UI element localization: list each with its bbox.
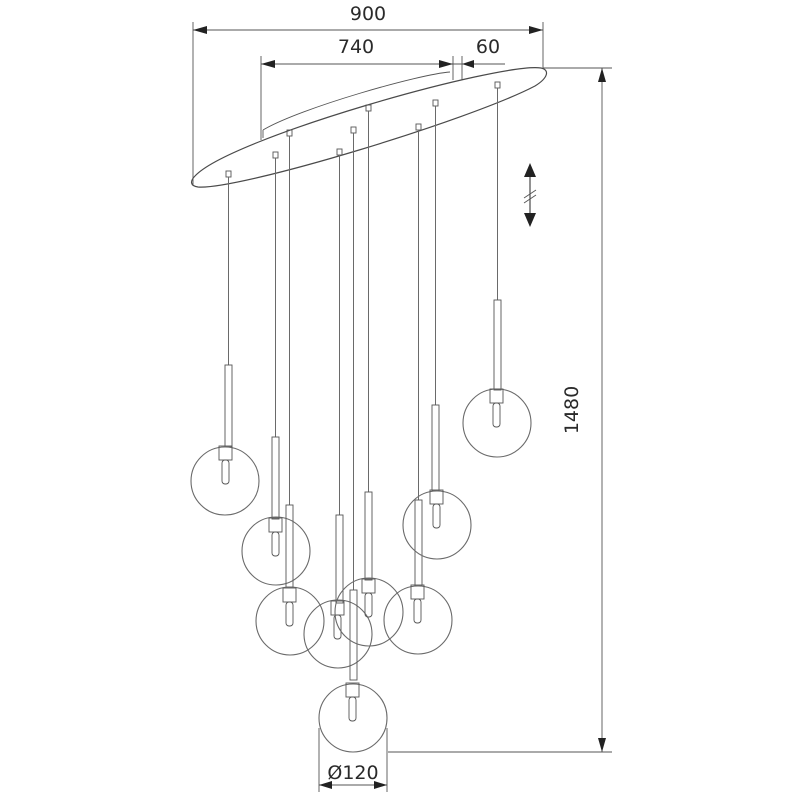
pendant-9 [462, 81, 532, 458]
adjust-break-mark-1 [523, 189, 537, 199]
pendant-2-socket [268, 517, 283, 533]
arrow-diameter-left [319, 781, 332, 789]
pendant-4 [303, 148, 373, 669]
pendant-7-anchor [415, 123, 422, 131]
pendant-6-globe [334, 577, 404, 647]
pendant-2-rod [271, 436, 280, 520]
width-dimension: 900 [192, 3, 544, 185]
pendant-5-globe [318, 683, 388, 753]
pendant-6-bulb [364, 592, 373, 618]
pendant-3-rod [285, 504, 294, 588]
diameter-dimension: Ø120 [318, 728, 388, 792]
height-label: 1480 [561, 386, 583, 434]
pendant-7-rod [414, 499, 423, 587]
arrow-top [598, 68, 606, 82]
pendant-5-bulb [348, 696, 357, 722]
pendant-9-socket [489, 388, 504, 404]
pendant-9-globe [462, 388, 532, 458]
spacing-label: 740 [338, 36, 374, 58]
pendant-8 [402, 99, 472, 560]
adjustable-length-indicator [523, 163, 537, 227]
pendant-1-globe [190, 446, 260, 516]
adjust-arrow-down [524, 213, 536, 227]
pendant-4-anchor [336, 148, 343, 156]
pendant-8-socket [429, 489, 444, 505]
pendant-7 [383, 123, 453, 655]
pendant-7-bulb [413, 598, 422, 624]
pendant-3-bulb [285, 601, 294, 627]
adjust-break-mark-2 [523, 194, 537, 204]
arrow-left [193, 26, 207, 34]
pendant-4-rod [335, 514, 344, 604]
pendant-3-globe [255, 586, 325, 656]
pendant-5-anchor [350, 126, 357, 134]
pendant-5 [318, 126, 388, 753]
pendant-3-socket [282, 587, 297, 603]
pendant-7-socket [410, 584, 425, 600]
canopy-outline [191, 67, 548, 188]
arrow-spacing-right [439, 60, 453, 68]
pendant-8-rod [431, 404, 440, 492]
arrow-offset [462, 60, 474, 68]
canopy-mount-plate [262, 71, 451, 131]
pendant-7-globe [383, 585, 453, 655]
pendant-1-anchor [225, 170, 232, 178]
pendant-6 [334, 104, 404, 647]
canopy [191, 67, 548, 188]
pendant-8-anchor [432, 99, 439, 107]
arrow-right [529, 26, 543, 34]
pendant-2-globe [241, 516, 311, 586]
pendant-1-bulb [221, 459, 230, 485]
pendant-6-socket [361, 578, 376, 594]
pendant-5-rod [349, 589, 358, 681]
arrow-spacing-left [261, 60, 275, 68]
pendant-4-globe [303, 599, 373, 669]
pendant-1-socket [218, 445, 233, 461]
pendant-1-rod [224, 364, 233, 448]
pendant-9-rod [493, 299, 502, 391]
pendant-9-bulb [492, 402, 501, 428]
pendant-1 [190, 170, 260, 516]
pendant-8-globe [402, 490, 472, 560]
pendant-6-anchor [365, 104, 372, 112]
arrow-diameter-right [374, 781, 387, 789]
pendant-2-anchor [272, 151, 279, 159]
pendant-2-bulb [271, 531, 280, 557]
pendant-8-bulb [432, 503, 441, 529]
pendant-4-bulb [333, 614, 342, 640]
spacing-dimension: 740 60 [260, 36, 505, 140]
width-label: 900 [350, 3, 386, 25]
adjust-arrow-up [524, 163, 536, 177]
diameter-label: Ø120 [327, 762, 378, 784]
offset-label: 60 [476, 36, 500, 58]
pendant-9-anchor [494, 81, 501, 89]
pendant-3 [255, 129, 325, 656]
height-dimension: 1480 [388, 67, 612, 753]
pendant-2 [241, 151, 311, 586]
arrow-bottom [598, 738, 606, 752]
pendant-5-socket [345, 682, 360, 698]
pendant-6-rod [364, 491, 373, 581]
